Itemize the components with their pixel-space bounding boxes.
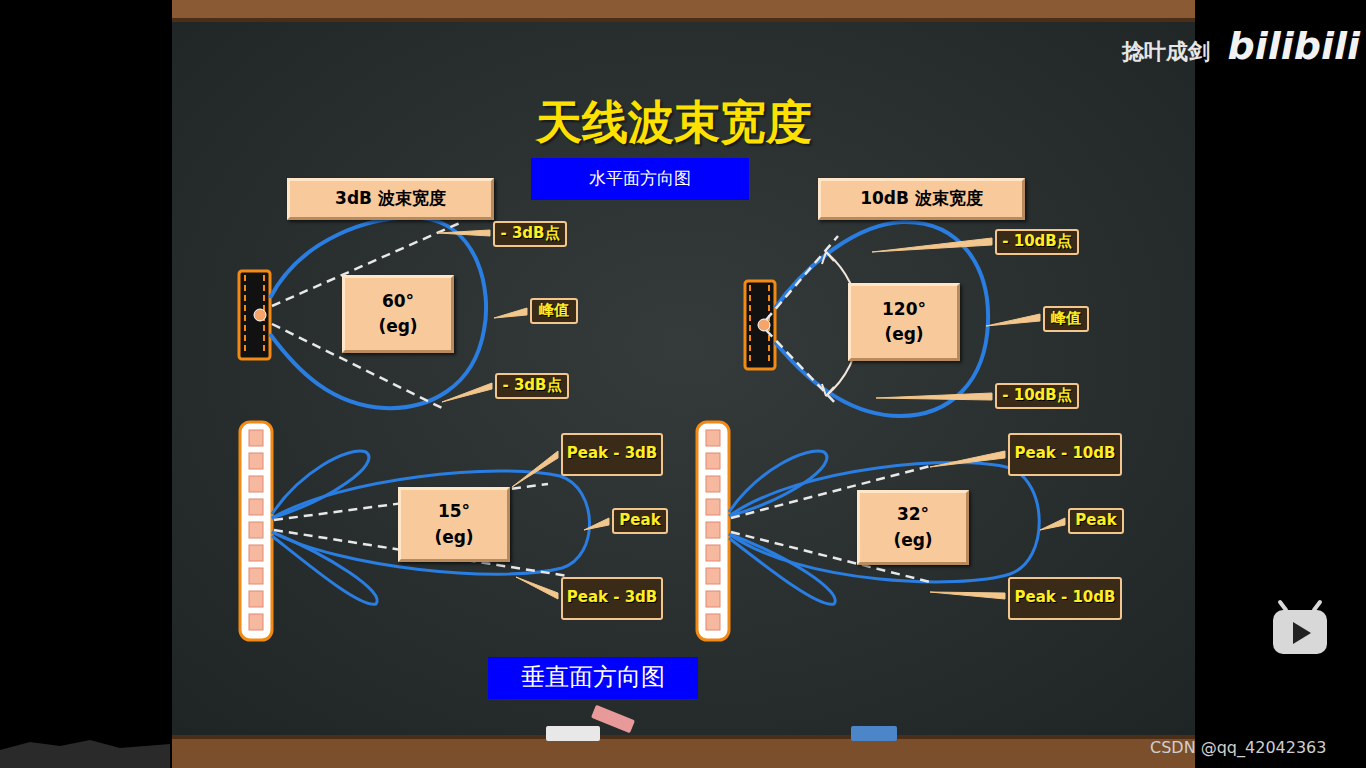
node-text: - 3dB点	[500, 225, 559, 242]
callout-tag: Peak - 10dB	[1008, 577, 1122, 620]
node-text: 峰值	[539, 302, 569, 319]
chalk-tray-edge	[172, 735, 1195, 739]
vertical-pattern-10db	[697, 422, 1039, 640]
callout-tag: Peak	[612, 508, 668, 534]
node-text: 垂直面方向图	[521, 664, 665, 692]
heading-box: 10dB 波束宽度	[818, 178, 1025, 220]
angle-box: 120° (eg)	[848, 283, 960, 361]
watermark-logo: bilibili	[1227, 24, 1360, 68]
node-text: 15° (eg)	[431, 499, 477, 550]
watermark-text: CSDN @qq_42042363	[1150, 738, 1326, 757]
node-text: Peak - 10dB	[1015, 445, 1116, 462]
callout-tag: Peak - 3dB	[561, 433, 663, 476]
node-text: Peak - 10dB	[1015, 589, 1116, 606]
node-text: 水平面方向图	[589, 169, 691, 189]
chalk	[591, 705, 635, 734]
node-text: Peak	[1075, 512, 1116, 529]
heading-box: 3dB 波束宽度	[287, 178, 494, 220]
antenna-element	[706, 499, 720, 515]
node-text: 32° (eg)	[890, 502, 936, 553]
antenna-element	[249, 545, 263, 561]
antenna-element	[249, 522, 263, 538]
antenna-element	[249, 430, 263, 446]
antenna-element	[249, 614, 263, 630]
antenna-element	[706, 545, 720, 561]
callout-tag: Peak - 10dB	[1008, 433, 1122, 476]
node-text: Peak	[619, 512, 660, 529]
node-text: 3dB 波束宽度	[335, 189, 446, 209]
vertical-pattern-3db	[240, 422, 590, 640]
callout-tag: 峰值	[530, 298, 578, 324]
antenna-element	[706, 476, 720, 492]
node-text: 峰值	[1051, 310, 1081, 327]
callout-tag: Peak	[1068, 508, 1124, 534]
antenna-element	[249, 568, 263, 584]
node-text: Peak - 3dB	[567, 445, 658, 462]
antenna-element	[706, 614, 720, 630]
chalk-tray	[172, 737, 1195, 768]
callout-tag: - 3dB点	[493, 221, 567, 247]
node-text: 120° (eg)	[879, 297, 929, 348]
node-text: 10dB 波束宽度	[860, 189, 983, 209]
node-text: - 10dB点	[1002, 233, 1072, 250]
angle-box: 60° (eg)	[342, 275, 454, 353]
chalk	[546, 726, 600, 741]
callout-tag: - 10dB点	[995, 229, 1079, 255]
callout-tag: 峰值	[1043, 306, 1089, 332]
chalkboard	[172, 0, 1195, 768]
play-button-icon	[1273, 602, 1327, 654]
leader-lines	[438, 230, 1065, 599]
board-frame-top	[172, 0, 1195, 20]
callout-tag: - 3dB点	[495, 373, 569, 399]
antenna-element	[249, 499, 263, 515]
board-frame-edge	[172, 18, 1195, 22]
angle-box: 32° (eg)	[857, 490, 969, 565]
page-title: 天线波束宽度	[536, 92, 812, 154]
horizontal-pattern-10db	[745, 222, 988, 416]
antenna-element	[706, 591, 720, 607]
antenna-element	[249, 591, 263, 607]
antenna-element	[706, 568, 720, 584]
callout-tag: Peak - 3dB	[561, 577, 663, 620]
angle-box: 15° (eg)	[398, 487, 510, 562]
antenna-element	[249, 453, 263, 469]
node-text: Peak - 3dB	[567, 589, 658, 606]
horizontal-pattern-3db	[239, 218, 486, 410]
watermark-text: 捻叶成剑	[1122, 37, 1210, 67]
chalk	[851, 726, 897, 741]
antenna-element	[249, 476, 263, 492]
node-text: 60° (eg)	[375, 289, 421, 340]
node-text: - 3dB点	[502, 377, 561, 394]
antenna-element	[706, 430, 720, 446]
section-label: 水平面方向图	[531, 158, 749, 200]
callout-tag: - 10dB点	[995, 383, 1079, 409]
corner-shade	[0, 740, 170, 768]
antenna-element	[706, 453, 720, 469]
node-text: - 10dB点	[1002, 387, 1072, 404]
section-label: 垂直面方向图	[488, 657, 698, 699]
antenna-element	[706, 522, 720, 538]
